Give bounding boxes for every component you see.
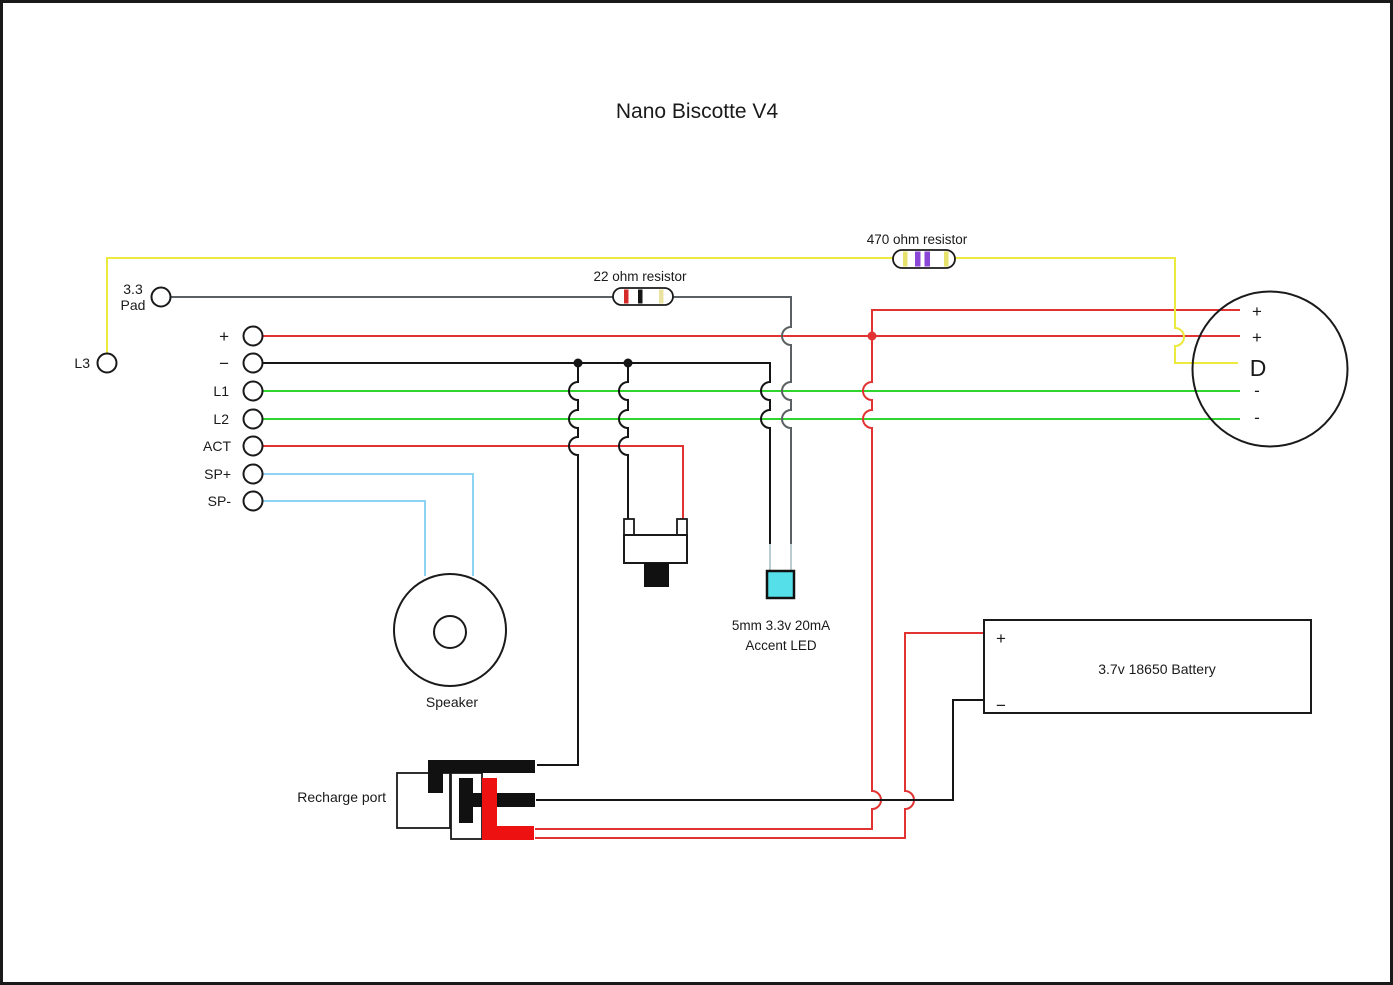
pad-sp-plus <box>242 463 264 485</box>
wire-l3-data <box>106 257 1238 364</box>
speaker-center <box>433 615 467 649</box>
wire-minus-to-port <box>537 363 579 766</box>
recharge-port-housing <box>396 772 451 829</box>
recharge-port-tip-contact <box>428 760 535 793</box>
momentary-switch <box>623 518 688 587</box>
pad-act-label: ACT <box>203 438 231 454</box>
pad-l2 <box>242 408 264 430</box>
wire-minus-to-switch <box>618 363 629 519</box>
pad-act <box>242 435 264 457</box>
pad-sp-minus-label: SP- <box>208 493 232 509</box>
accent-led-label-line1: 5mm 3.3v 20mA <box>732 618 830 633</box>
junction-dot-minus-1 <box>573 358 583 368</box>
pad-minus <box>242 352 264 374</box>
recharge-port-ring-contact <box>459 778 473 823</box>
recharge-port-ring-arm <box>472 793 535 807</box>
main-led-pin-data: D <box>1250 355 1267 381</box>
speaker-label: Speaker <box>426 694 478 710</box>
switch-pin-right <box>676 518 688 537</box>
resistor-470ohm-band-violet-1 <box>915 251 921 267</box>
resistor-22ohm <box>612 287 674 306</box>
resistor-470ohm-band-yellow-1 <box>903 251 908 267</box>
pad-l1 <box>242 380 264 402</box>
pad-sp-minus <box>242 490 264 512</box>
resistor-22ohm-band-black <box>638 289 643 304</box>
recharge-port-label: Recharge port <box>297 789 386 805</box>
wire-plus-to-port <box>535 336 882 830</box>
pad-l2-label: L2 <box>213 411 229 427</box>
wire-plus-branch <box>871 309 1240 336</box>
pad-l1-label: L1 <box>213 383 229 399</box>
wire-sp-minus <box>263 500 426 576</box>
pad-3v3-label-line2: Pad <box>121 297 146 313</box>
pad-minus-label: − <box>219 354 229 373</box>
accent-led <box>765 569 796 600</box>
pad-sp-plus-label: SP+ <box>204 466 231 482</box>
speaker <box>393 573 507 687</box>
switch-body <box>623 534 688 564</box>
resistor-22ohm-band-red <box>624 289 629 304</box>
battery-label: 3.7v 18650 Battery <box>1098 661 1216 677</box>
resistor-470ohm-band-violet-2 <box>924 251 930 267</box>
wire-minus <box>263 362 771 544</box>
resistor-470ohm-label: 470 ohm resistor <box>867 232 968 247</box>
switch-pin-left <box>623 518 635 537</box>
resistor-22ohm-body <box>612 287 674 306</box>
main-led-module <box>1191 290 1349 448</box>
pad-plus <box>242 325 264 347</box>
main-led-pin-neg2: - <box>1254 408 1260 427</box>
junction-dot-minus-2 <box>623 358 633 368</box>
diagram-title: Nano Biscotte V4 <box>616 100 779 123</box>
main-led-pin-neg1: - <box>1254 381 1260 400</box>
wire-battery-minus <box>536 699 984 801</box>
resistor-22ohm-band-gold <box>659 289 664 304</box>
main-led-pin-plus1: + <box>1252 302 1262 321</box>
recharge-port-sleeve-contact <box>482 778 497 828</box>
junction-dot-plus <box>867 331 877 341</box>
main-led-pin-plus2: + <box>1252 328 1262 347</box>
resistor-470ohm-band-yellow-2 <box>944 251 949 267</box>
pad-plus-label: + <box>219 327 229 346</box>
resistor-22ohm-label: 22 ohm resistor <box>593 269 687 284</box>
pad-3v3-label-line1: 3.3 <box>123 281 143 297</box>
accent-led-label-line2: Accent LED <box>745 638 817 653</box>
recharge-port <box>396 760 535 840</box>
pad-l3-label: L3 <box>74 355 90 371</box>
battery-minus-label: − <box>996 696 1006 715</box>
recharge-port-sleeve-arm <box>482 826 534 840</box>
pad-3v3 <box>150 286 172 308</box>
resistor-470ohm-body <box>892 249 956 269</box>
switch-button <box>644 563 669 587</box>
wire-3v3-pad <box>171 296 792 544</box>
pad-l3 <box>96 352 118 374</box>
resistor-470ohm <box>892 249 956 269</box>
wire-act <box>263 445 684 519</box>
battery-plus-label: + <box>996 629 1006 648</box>
battery <box>983 619 1312 714</box>
wire-sp-plus <box>263 473 474 576</box>
